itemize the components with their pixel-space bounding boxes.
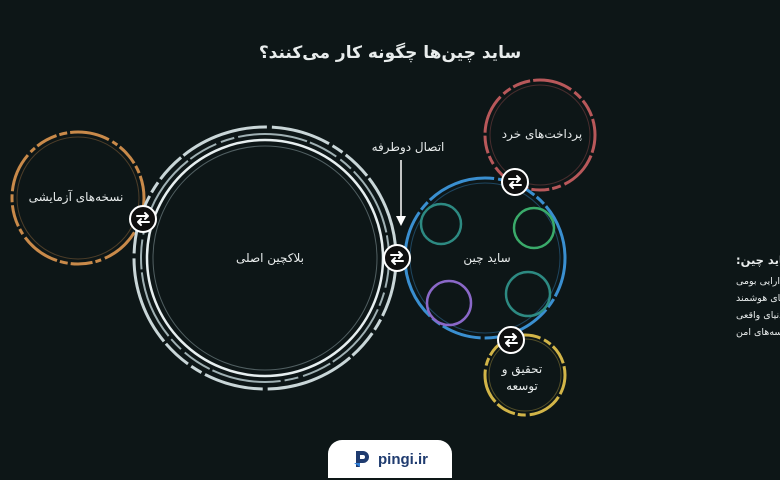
- testnets-circle: [10, 130, 146, 266]
- sidechain-label: ساید چین: [463, 251, 510, 266]
- rnd-circle: [483, 333, 567, 417]
- swap-rnd-icon: [497, 326, 525, 354]
- brand-name: pingi.ir: [378, 450, 428, 468]
- capability-item: قراردادهای هوشمند: [736, 293, 780, 304]
- sidechain-inner-green: [512, 206, 556, 250]
- bridge-arrow-icon: [396, 160, 406, 226]
- capability-item: شناسه‌های امن: [736, 327, 780, 338]
- page-title: ساید چین‌ها چگونه کار می‌کنند؟: [259, 42, 521, 63]
- pingi-logo-icon: [354, 451, 369, 467]
- sidechain-inner-teal-bottom: [504, 270, 552, 318]
- testnets-label: نسخه‌های آزمایشی: [29, 189, 124, 205]
- rnd-label-line2: توسعه: [506, 379, 538, 394]
- mainchain-label: بلاکچین اصلی: [236, 251, 304, 266]
- swap-mainchain-icon: [383, 244, 411, 272]
- sidechain-inner-purple: [425, 279, 473, 327]
- brand-tab[interactable]: pingi.ir: [328, 440, 452, 478]
- payments-label: پرداخت‌های خرد: [502, 127, 582, 142]
- payments-circle: [483, 78, 597, 192]
- rnd-label-line1: تحقیق و: [501, 362, 542, 377]
- swap-testnets-icon: [129, 205, 157, 233]
- capability-item: صدور دارایی بومی: [736, 276, 780, 287]
- swap-payments-icon: [501, 168, 529, 196]
- sidechain-inner-teal-top: [419, 202, 463, 246]
- bridge-label: اتصال دوطرفه: [372, 140, 445, 155]
- capabilities-heading: قابلیت‌های توسعه ساید چین:: [736, 253, 780, 268]
